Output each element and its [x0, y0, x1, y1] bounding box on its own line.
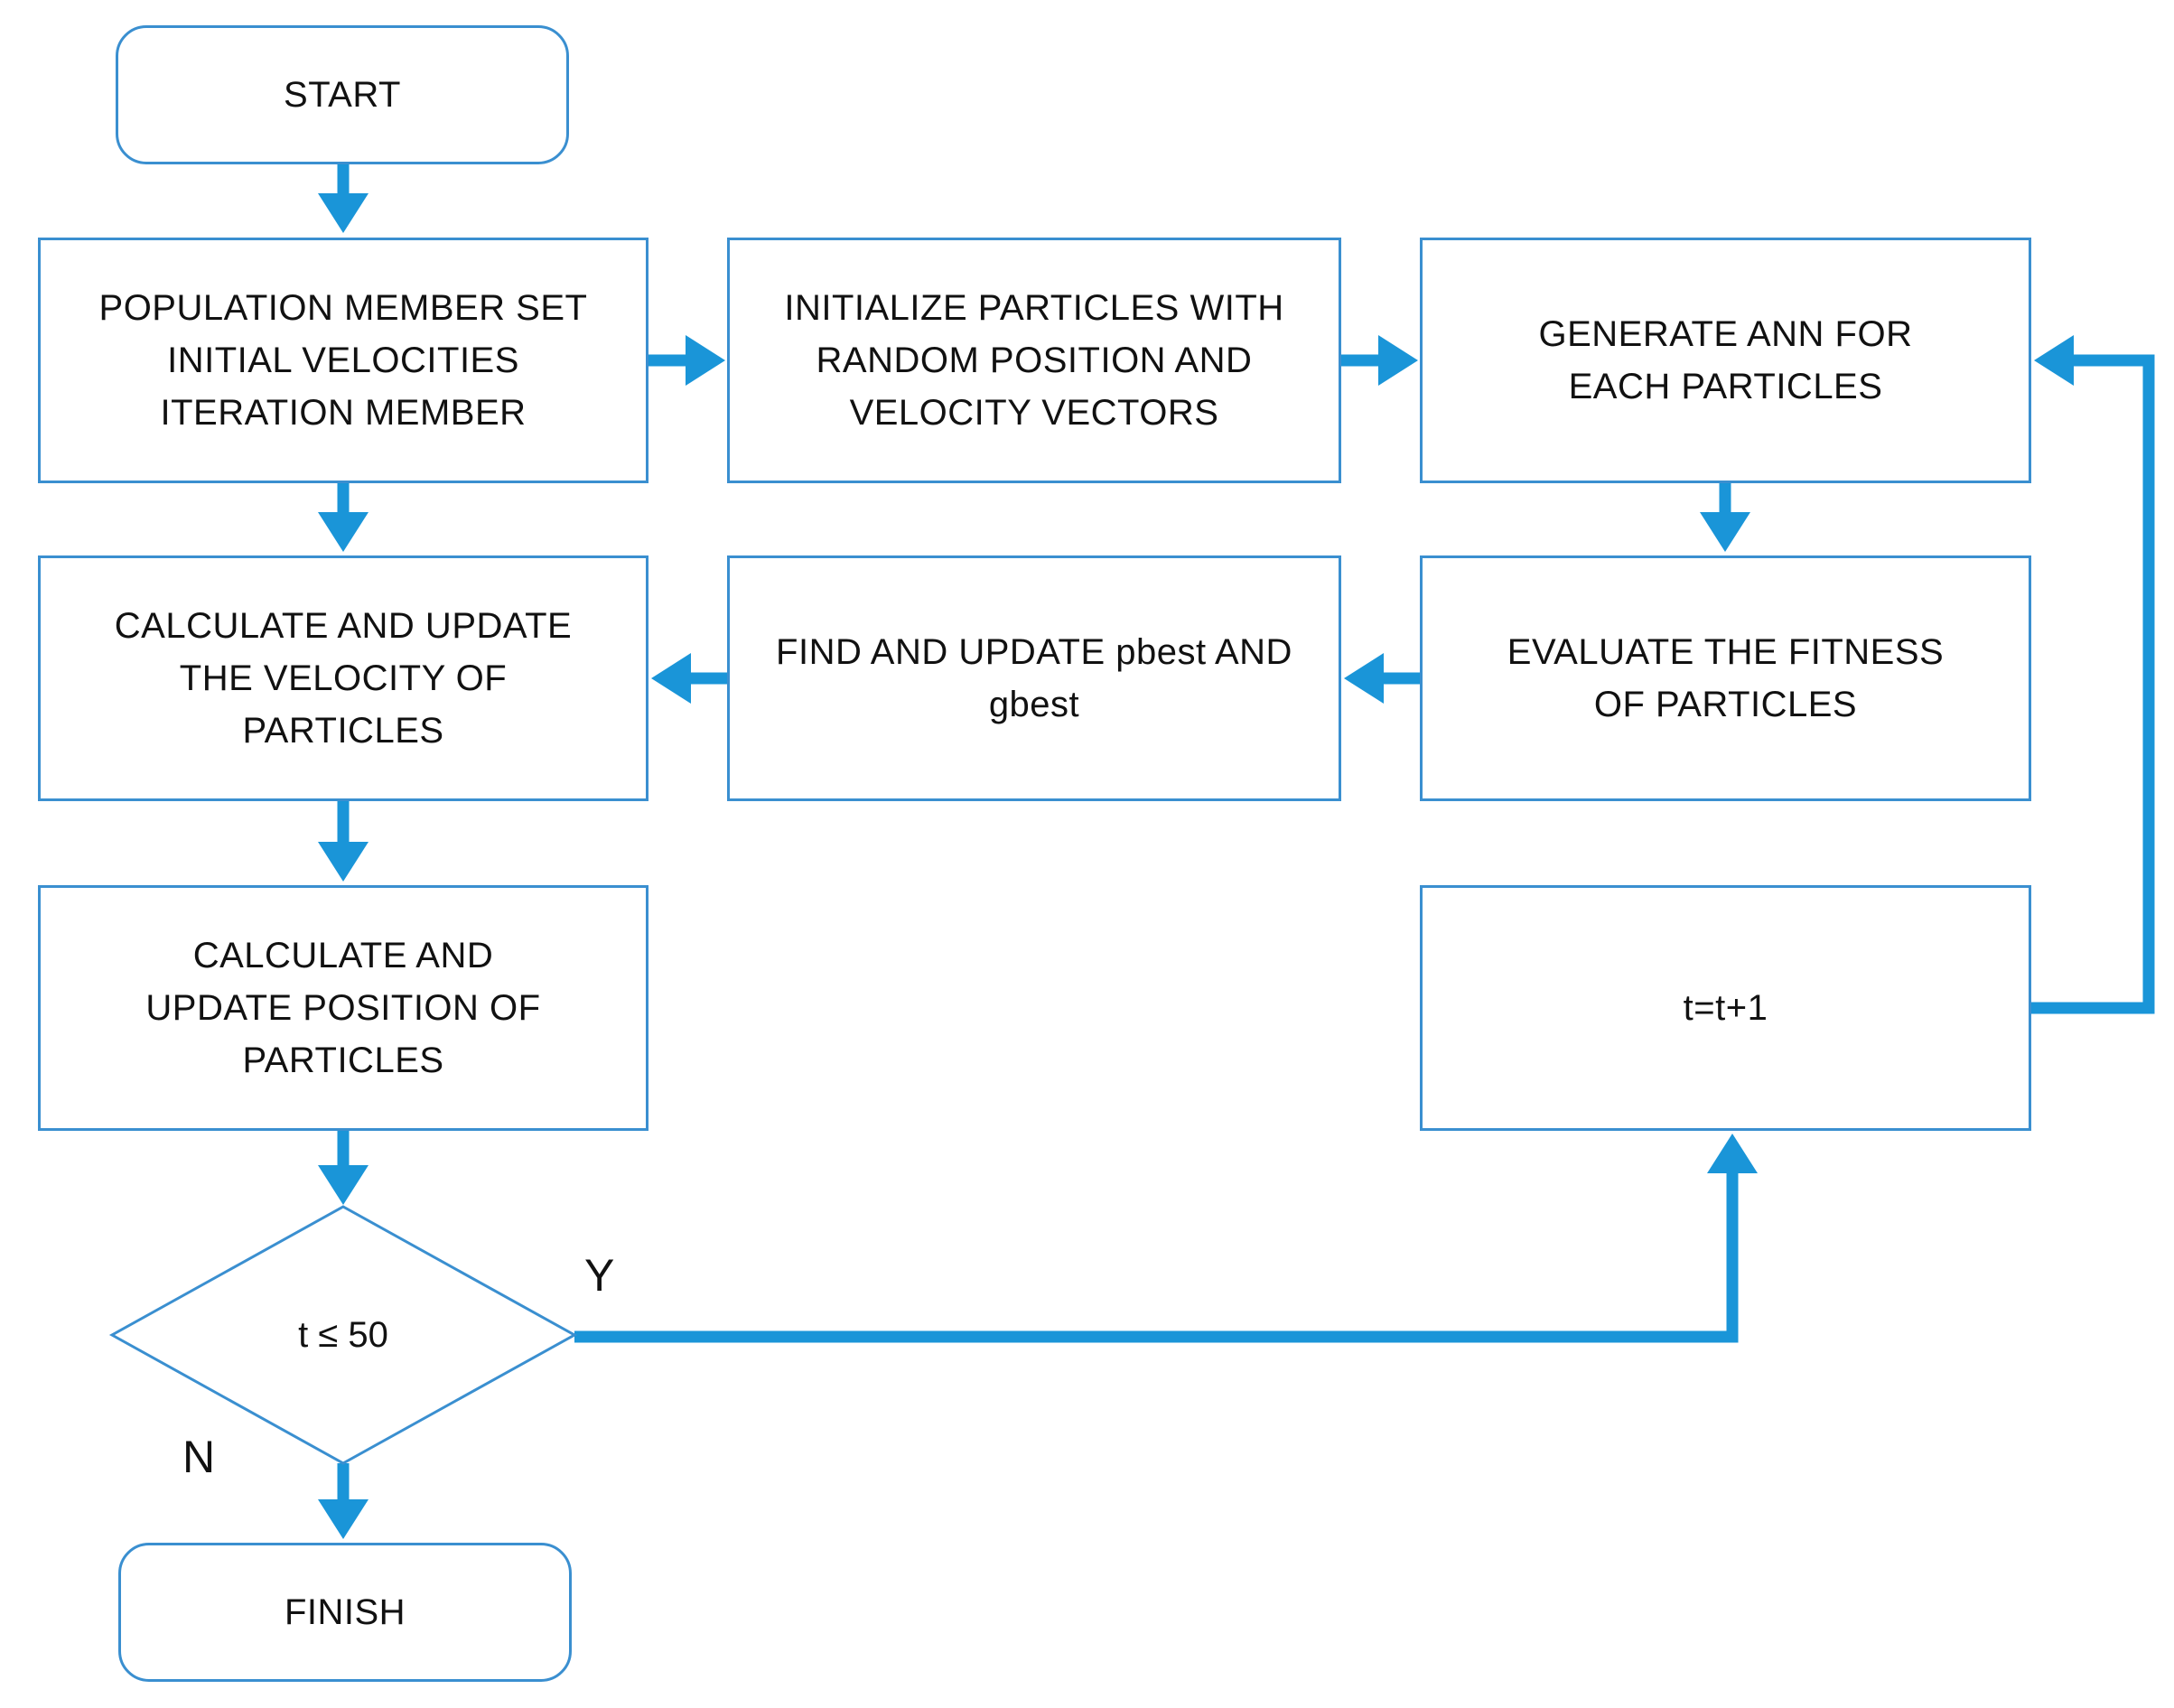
- no-branch-label: N: [182, 1432, 216, 1482]
- arrow-generate-to-evaluate-head: [1700, 512, 1750, 552]
- arrow-yes-to-increment-shaft: [574, 1173, 1739, 1343]
- generate-ann-step: GENERATE ANN FOR EACH PARTICLES: [1420, 238, 2031, 483]
- arrow-increment-loop-to-generate-head: [2034, 335, 2074, 386]
- arrow-yes-to-increment-head: [1707, 1134, 1758, 1173]
- decision-condition: t ≤ 50: [298, 1315, 388, 1355]
- arrow-velocity-to-position-head: [318, 842, 369, 882]
- start-terminal: START: [116, 25, 569, 164]
- yes-branch-label: Y: [584, 1250, 615, 1301]
- finish-terminal: FINISH: [118, 1543, 572, 1682]
- arrow-increment-loop-to-generate-shaft: [2031, 354, 2155, 1014]
- arrow-population-to-initialize-head: [686, 335, 725, 386]
- find-pbest-gbest-step: FIND AND UPDATE pbest AND gbest: [727, 555, 1341, 801]
- arrow-decision-to-finish-head: [318, 1499, 369, 1539]
- population-member-step: POPULATION MEMBER SET INITIAL VELOCITIES…: [38, 238, 648, 483]
- decision-diamond: [108, 1205, 578, 1465]
- evaluate-fitness-step: EVALUATE THE FITNESS OF PARTICLES: [1420, 555, 2031, 801]
- arrow-population-to-velocity-head: [318, 512, 369, 552]
- arrow-initialize-to-generate-head: [1378, 335, 1418, 386]
- initialize-particles-step: INITIALIZE PARTICLES WITH RANDOM POSITIO…: [727, 238, 1341, 483]
- arrow-position-to-decision-head: [318, 1165, 369, 1205]
- update-position-step: CALCULATE AND UPDATE POSITION OF PARTICL…: [38, 885, 648, 1131]
- arrow-start-to-population-head: [318, 193, 369, 233]
- increment-t-step: t=t+1: [1420, 885, 2031, 1131]
- arrow-find-to-velocity-head: [651, 653, 691, 704]
- arrow-evaluate-to-find-head: [1344, 653, 1384, 704]
- arrow-group: [318, 164, 2155, 1539]
- update-velocity-step: CALCULATE AND UPDATE THE VELOCITY OF PAR…: [38, 555, 648, 801]
